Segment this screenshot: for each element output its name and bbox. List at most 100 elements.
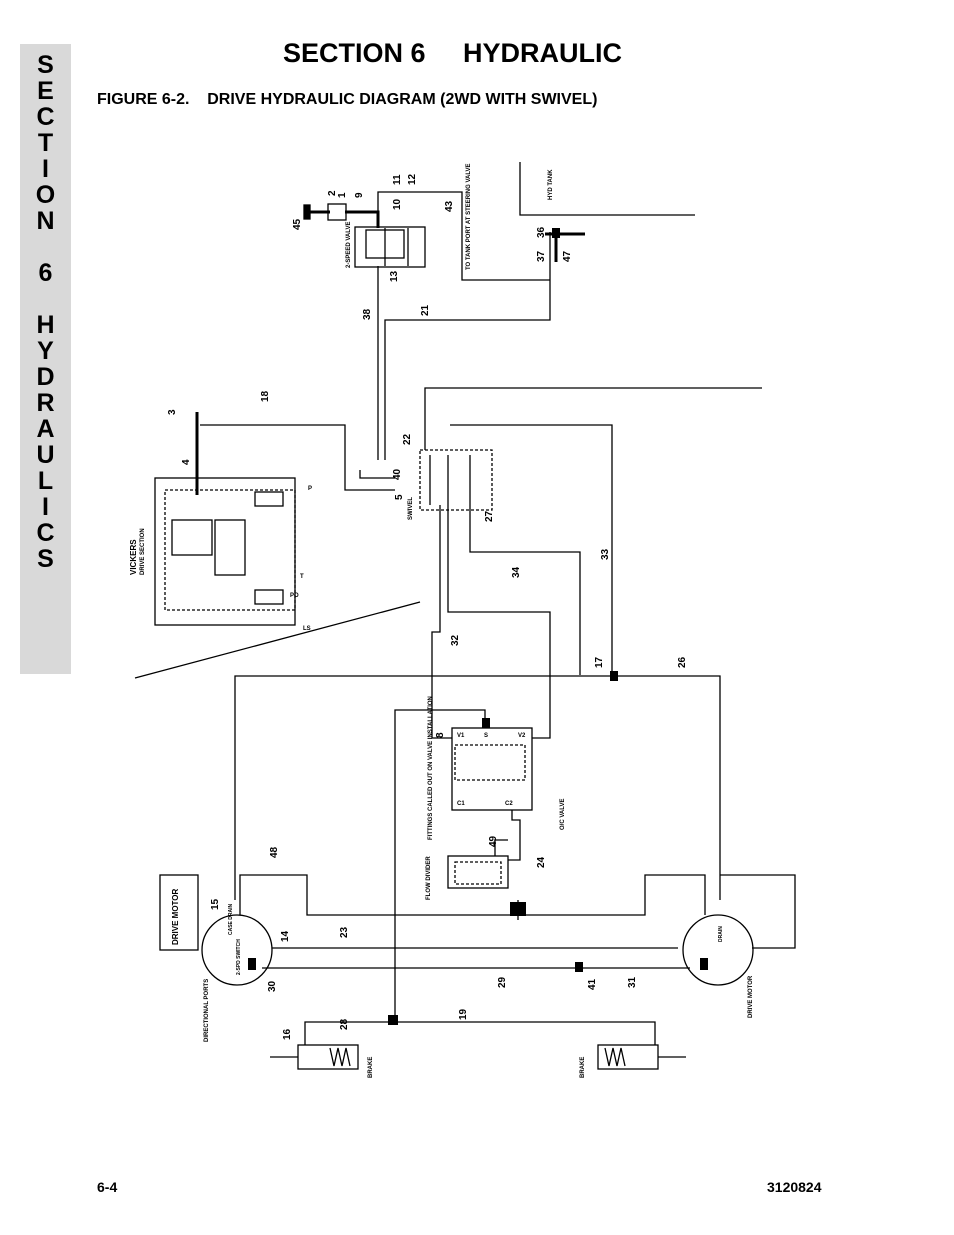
callout: 23 [339, 926, 350, 938]
callout: 41 [587, 978, 598, 990]
side-tab-letter: A [36, 415, 55, 443]
page-number: 6-4 [97, 1179, 118, 1195]
callout: 17 [594, 656, 605, 668]
brake-left [297, 1044, 359, 1070]
line-8-right [532, 675, 551, 739]
vickers-valve-lower [254, 589, 284, 605]
swivel-top-line [424, 387, 762, 450]
label-swivel: SWIVEL [408, 497, 414, 520]
callout: 15 [210, 898, 221, 910]
side-tab-letter: O [35, 181, 56, 209]
fitting-36 [552, 228, 560, 238]
label-brake-left: BRAKE [368, 1057, 374, 1078]
label-hyd-tank: HYD TANK [548, 169, 554, 200]
oc-valve [451, 727, 533, 811]
callout: 29 [497, 976, 508, 988]
vickers-valve-upper [254, 491, 284, 507]
label-port-v2: V2 [518, 733, 526, 739]
side-tab-letter: T [37, 129, 54, 157]
callout: 1 [337, 192, 348, 198]
vickers-inner [164, 489, 296, 611]
label-port-t: T [300, 574, 304, 580]
label-port-ls: LS [303, 626, 311, 632]
callout: 48 [269, 846, 280, 858]
callout: 26 [677, 656, 688, 668]
label-directional-ports: DIRECTIONAL PORTS [204, 979, 210, 1042]
label-to-tank-port: TO TANK PORT AT STEERING VALVE [466, 163, 472, 270]
fitting-45-left [303, 204, 311, 220]
fitting-16 [482, 718, 490, 728]
drive-motor-left [201, 914, 273, 986]
callout: 5 [394, 494, 405, 500]
swivel-block [419, 449, 493, 511]
line-8-left [431, 675, 452, 739]
label-port-s: S [484, 733, 488, 739]
callout: 16 [282, 1028, 293, 1040]
right-motor-box [720, 874, 796, 949]
callout: 8 [435, 732, 446, 738]
two-speed-valve-box [354, 226, 426, 268]
filter-1 [327, 203, 347, 221]
callout: 36 [536, 226, 547, 238]
callout: 31 [627, 976, 638, 988]
callout: 14 [280, 930, 291, 942]
callout: 47 [562, 250, 573, 262]
line-10-11 [377, 191, 463, 214]
flow-divider-inner [454, 861, 502, 885]
fitting-48 [510, 902, 526, 916]
label-drive-section: DRIVE SECTION [140, 528, 146, 575]
vickers-spool-right [214, 519, 246, 576]
label-case-drain: CASE DRAIN [228, 903, 234, 935]
callout: 38 [362, 308, 373, 320]
side-tab-letter: Y [37, 337, 54, 365]
label-flow-divider: FLOW DIVIDER [426, 856, 432, 900]
callout: 27 [484, 510, 495, 522]
side-tab-letter: S [37, 51, 54, 79]
callout: 3 [167, 409, 178, 415]
side-tab-letter: C [36, 103, 55, 131]
callout: 49 [488, 835, 499, 847]
diagonal-line [134, 601, 421, 679]
callout: 18 [260, 390, 271, 402]
fitting-30-left [248, 958, 256, 970]
fitting-30-right [700, 958, 708, 970]
vickers-drive-section [154, 477, 296, 626]
line-27 [431, 505, 441, 675]
side-tab-letter: 6 [38, 259, 53, 287]
side-tab-letter: N [36, 207, 55, 235]
brake-spring-right [604, 1047, 626, 1067]
drive-motor-right [682, 914, 754, 986]
line-5 [359, 470, 395, 479]
swivel-right-line [450, 424, 613, 675]
line-32 [447, 505, 551, 675]
tank-outline [519, 162, 695, 216]
side-tab-letters: S E C T I O N 6 H Y D R A U L I C S [20, 52, 71, 572]
callout: 11 [392, 174, 403, 185]
side-tab-letter: E [37, 77, 54, 105]
figure-title: FIGURE 6-2. DRIVE HYDRAULIC DIAGRAM (2WD… [97, 91, 598, 108]
side-tab-letter: C [36, 519, 55, 547]
callout: 40 [392, 468, 403, 480]
line-24 [508, 810, 521, 861]
label-port-po: PO [290, 593, 299, 599]
side-tab-letter: I [42, 493, 49, 521]
callout: 4 [181, 459, 192, 465]
label-port-c1: C1 [457, 801, 465, 807]
side-tab-letter: U [36, 441, 55, 469]
label-two-speed-valve: 2-SPEED VALVE [346, 222, 352, 268]
line-48-left [239, 874, 706, 916]
line-34 [469, 505, 581, 675]
callout: 2 [327, 190, 338, 196]
label-oc-valve: O/C VALVE [560, 799, 566, 830]
brake-spring-left [329, 1047, 351, 1067]
callout: 33 [600, 548, 611, 560]
document-number: 3120824 [767, 1179, 822, 1195]
flow-divider [447, 855, 509, 889]
line-21 [384, 232, 551, 460]
callout: 9 [354, 192, 365, 198]
label-port-v1: V1 [457, 733, 465, 739]
side-tab-letter: R [36, 389, 55, 417]
line-18 [200, 424, 395, 491]
callout: 24 [536, 856, 547, 868]
fitting-41-right [575, 962, 583, 972]
